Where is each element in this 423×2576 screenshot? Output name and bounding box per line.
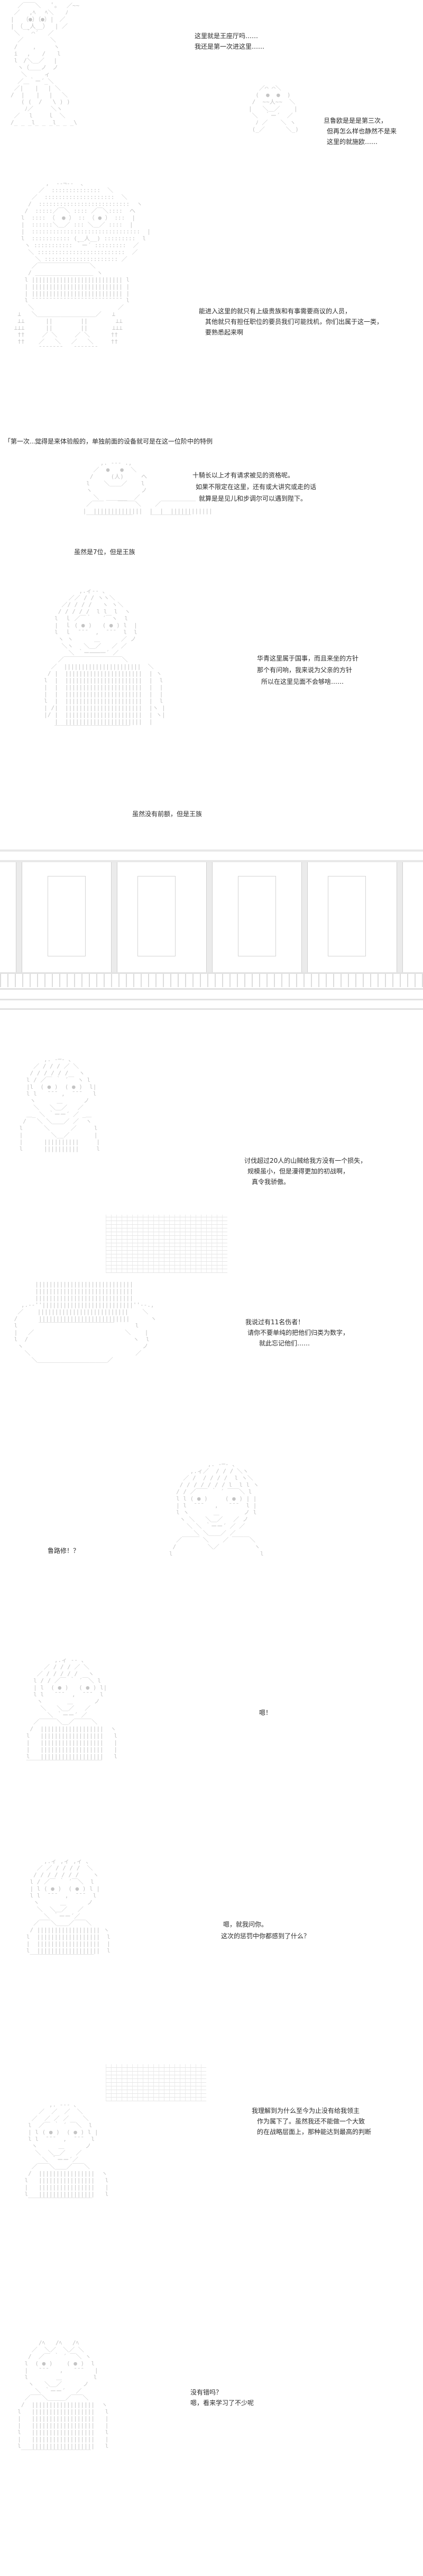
panel-1: ／￣￣＼ ﾟ。 ／~~ ／ ,ﾍ ﾍ＼ ﾉ | （●）（●）| ／ | （__人… xyxy=(0,0,423,159)
step xyxy=(0,1008,423,1010)
dialogue-line: 其他就只有担任职位的要员我们可能找机，你们出属于这一类， xyxy=(205,318,383,326)
character-art: ,. -─- 、 ／ / / / ／ ＼ / / / / / / ヽ l / ／… xyxy=(19,1056,100,1152)
pillar xyxy=(111,862,117,973)
dialogue-line: 这次的惩罚中你都感到了什么？ xyxy=(221,1932,310,1940)
panel-9: ,.ィ ‐- 、 ／ / / / ／ ＼ ／ / / / / / ヽ l / /… xyxy=(0,1657,423,1837)
dialogue-line: 虽然没有前额，但是王族 xyxy=(132,810,203,818)
character-art: ,.ィ ,ィ ,ィ 、 ／ ／ / / / / ＼ / / / / / / / … xyxy=(26,1858,111,1961)
character-art: , -‐¬‐- 、 ／ :::::::::::::: ＼ ／ :::::::::… xyxy=(14,180,151,352)
character-art-left: ／￣￣＼ ﾟ。 ／~~ ／ ,ﾍ ﾍ＼ ﾉ | （●）（●）| ／ | （__人… xyxy=(11,2,80,126)
panel-3: ,. -‐- ., ／ ● ● ＼ / (人) ヘ l ＼＿＿／ l ヽ ノ ＼… xyxy=(0,455,423,561)
hat-pattern xyxy=(106,2064,206,2101)
dialogue-line: 要熟悉起来啊 xyxy=(205,329,244,336)
panel-2: , -‐¬‐- 、 ／ :::::::::::::: ＼ ／ :::::::::… xyxy=(0,175,423,450)
pillar xyxy=(206,862,213,973)
window xyxy=(48,876,86,956)
character-art: |||||||||||||||||||||||||||| |||||||||||… xyxy=(14,1281,157,1363)
dialogue-line: 我说过有11名伤者！ xyxy=(245,1318,305,1326)
dialogue-line: 的在战略层面上，那种能达到最高的判断 xyxy=(257,2128,372,2136)
dialogue-line: 这里的就施欧…… xyxy=(327,138,378,146)
dialogue-line: 真令我骄傲。 xyxy=(252,1178,290,1186)
dialogue-line: 就算是是见儿和步调尔可以遇到陛下。 xyxy=(199,495,307,502)
character-art: ,. -‐- ., ／ ● ● ＼ / (人) ヘ l ＼＿＿／ l ヽ ノ ＼… xyxy=(82,459,213,521)
exclamation: 嗯！ xyxy=(259,1709,272,1716)
ceiling-beam xyxy=(0,860,423,862)
exclamation: 鲁路修！？ xyxy=(48,1547,80,1554)
pillar xyxy=(16,862,22,973)
dialogue-line: 我还是第一次进这里…… xyxy=(195,43,265,50)
dialogue-line: 「第一次…… xyxy=(4,438,43,445)
pillar xyxy=(301,862,308,973)
dialogue-line: 所以在这里见面不会够啥…… xyxy=(261,678,344,685)
dialogue-line: 这里就是王座厅吗…… xyxy=(195,32,259,40)
dialogue-line: 旦鲁欧是是是第三次， xyxy=(324,117,388,124)
panel-12: /ﾍ /ﾍ /ﾍ ／ ＼／ ＼／ ＼ / ／￣ ｀ ´ ￣＼ ヽ l ( ● )… xyxy=(0,2339,423,2572)
dialogue-line: 但再怎么样也静然不是来 xyxy=(327,128,397,135)
rail xyxy=(0,972,423,974)
character-art: ,.ィ‐- 、 ／／ / / ヽヽ＼ ／/ / / / ヽ ヽ＼ / / / /… xyxy=(44,587,165,732)
panel-8: ,. -─‐ 、 ,.ィ／ / / / ＼ヽ ／ / / / / / l ヽ＼ … xyxy=(0,1461,423,1641)
panel-11: ,. -‐- 、 ／ ／ ／ ＼ ／ ／ ／ ／ ＼ l ／￣ ｀ ´ ￣＼ l… xyxy=(0,2054,423,2318)
dialogue-line: 如果不限定在这里，还有或大讲究或走的话 xyxy=(196,483,317,491)
character-art: /ﾍ /ﾍ /ﾍ ／ ＼／ ＼／ ＼ / ／￣ ｀ ´ ￣＼ ヽ l ( ● )… xyxy=(17,2339,109,2456)
pillar xyxy=(397,862,403,973)
dialogue-line: 请你不要单纯的把他们归类为数字， xyxy=(247,1329,350,1336)
uniform-pattern xyxy=(106,1215,227,1273)
dialogue-line: 能进入这里的就只有上级贵族和有事需要商议的人员， xyxy=(199,308,352,315)
step xyxy=(0,999,423,1000)
character-art: ,.ィ ‐- 、 ／ / / / ／ ＼ ／ / / / / / ヽ l / /… xyxy=(26,1657,118,1767)
dialogue-line: 觉得是来体验般的，单独前面的设备就可是在这一位阶中的特例 xyxy=(35,438,213,445)
character-art: ,. -‐- 、 ／ ／ ／ ＼ ／ ／ ／ ／ ＼ l ／￣ ｀ ´ ￣＼ l… xyxy=(24,2101,109,2204)
panel-10: ,.ィ ,ィ ,ィ 、 ／ ／ / / / / ＼ / / / / / / / … xyxy=(0,1858,423,2038)
dialogue-line: 规模虽小，但是漫得更加的初战啊， xyxy=(247,1168,350,1175)
character-art: ,. -─‐ 、 ,.ィ／ / / / ＼ヽ ／ / / / / / l ヽ＼ … xyxy=(169,1461,264,1557)
panel-6: ,. -─- 、 ／ / / / ／ ＼ / / / / / / ヽ l / ／… xyxy=(0,1051,423,1278)
dialogue-line: 我理解到为什么至今为止没有给我领主 xyxy=(252,2107,360,2114)
balustrade xyxy=(0,973,423,987)
rail xyxy=(0,988,423,990)
dialogue-line: 华青这里属于国事，而且来坐的方针 xyxy=(257,655,359,662)
dialogue-line: 讨伐超过20人的山贼给我方没有一个损失， xyxy=(244,1157,367,1164)
dialogue-line: 就此忘记他们…… xyxy=(259,1340,310,1347)
dialogue-line: 没有错吗？ xyxy=(190,2389,223,2396)
character-art-right: ／⌒ ⌒＼ ( ● ● ) / ~~人~~ ＼ | ＼＿／ | ＼ ｀ー´ ／ … xyxy=(249,85,299,133)
dialogue-line: 嗯，看来学习了不少呢 xyxy=(190,2399,254,2407)
window xyxy=(238,876,276,956)
ceiling-beam xyxy=(0,849,423,852)
panel-throne-hall xyxy=(0,844,423,1019)
dialogue-line: 虽然是7位，但是王族 xyxy=(74,548,135,556)
dialogue-line: 嗯，就我问你。 xyxy=(223,1921,268,1928)
dialogue-line: 作为属下了。虽然我还不能做一个大致 xyxy=(257,2118,365,2125)
panel-7: |||||||||||||||||||||||||||| |||||||||||… xyxy=(0,1281,423,1418)
window xyxy=(328,876,366,956)
window xyxy=(137,876,176,956)
dialogue-line: 那个有问响，我来说为父亲的方针 xyxy=(257,666,353,674)
dialogue-line: 十騎长以上才有请求被见的资格呢。 xyxy=(192,472,295,479)
panel-4: ,.ィ‐- 、 ／／ / / ヽヽ＼ ／/ / / / ヽ ヽ＼ / / / /… xyxy=(0,587,423,831)
